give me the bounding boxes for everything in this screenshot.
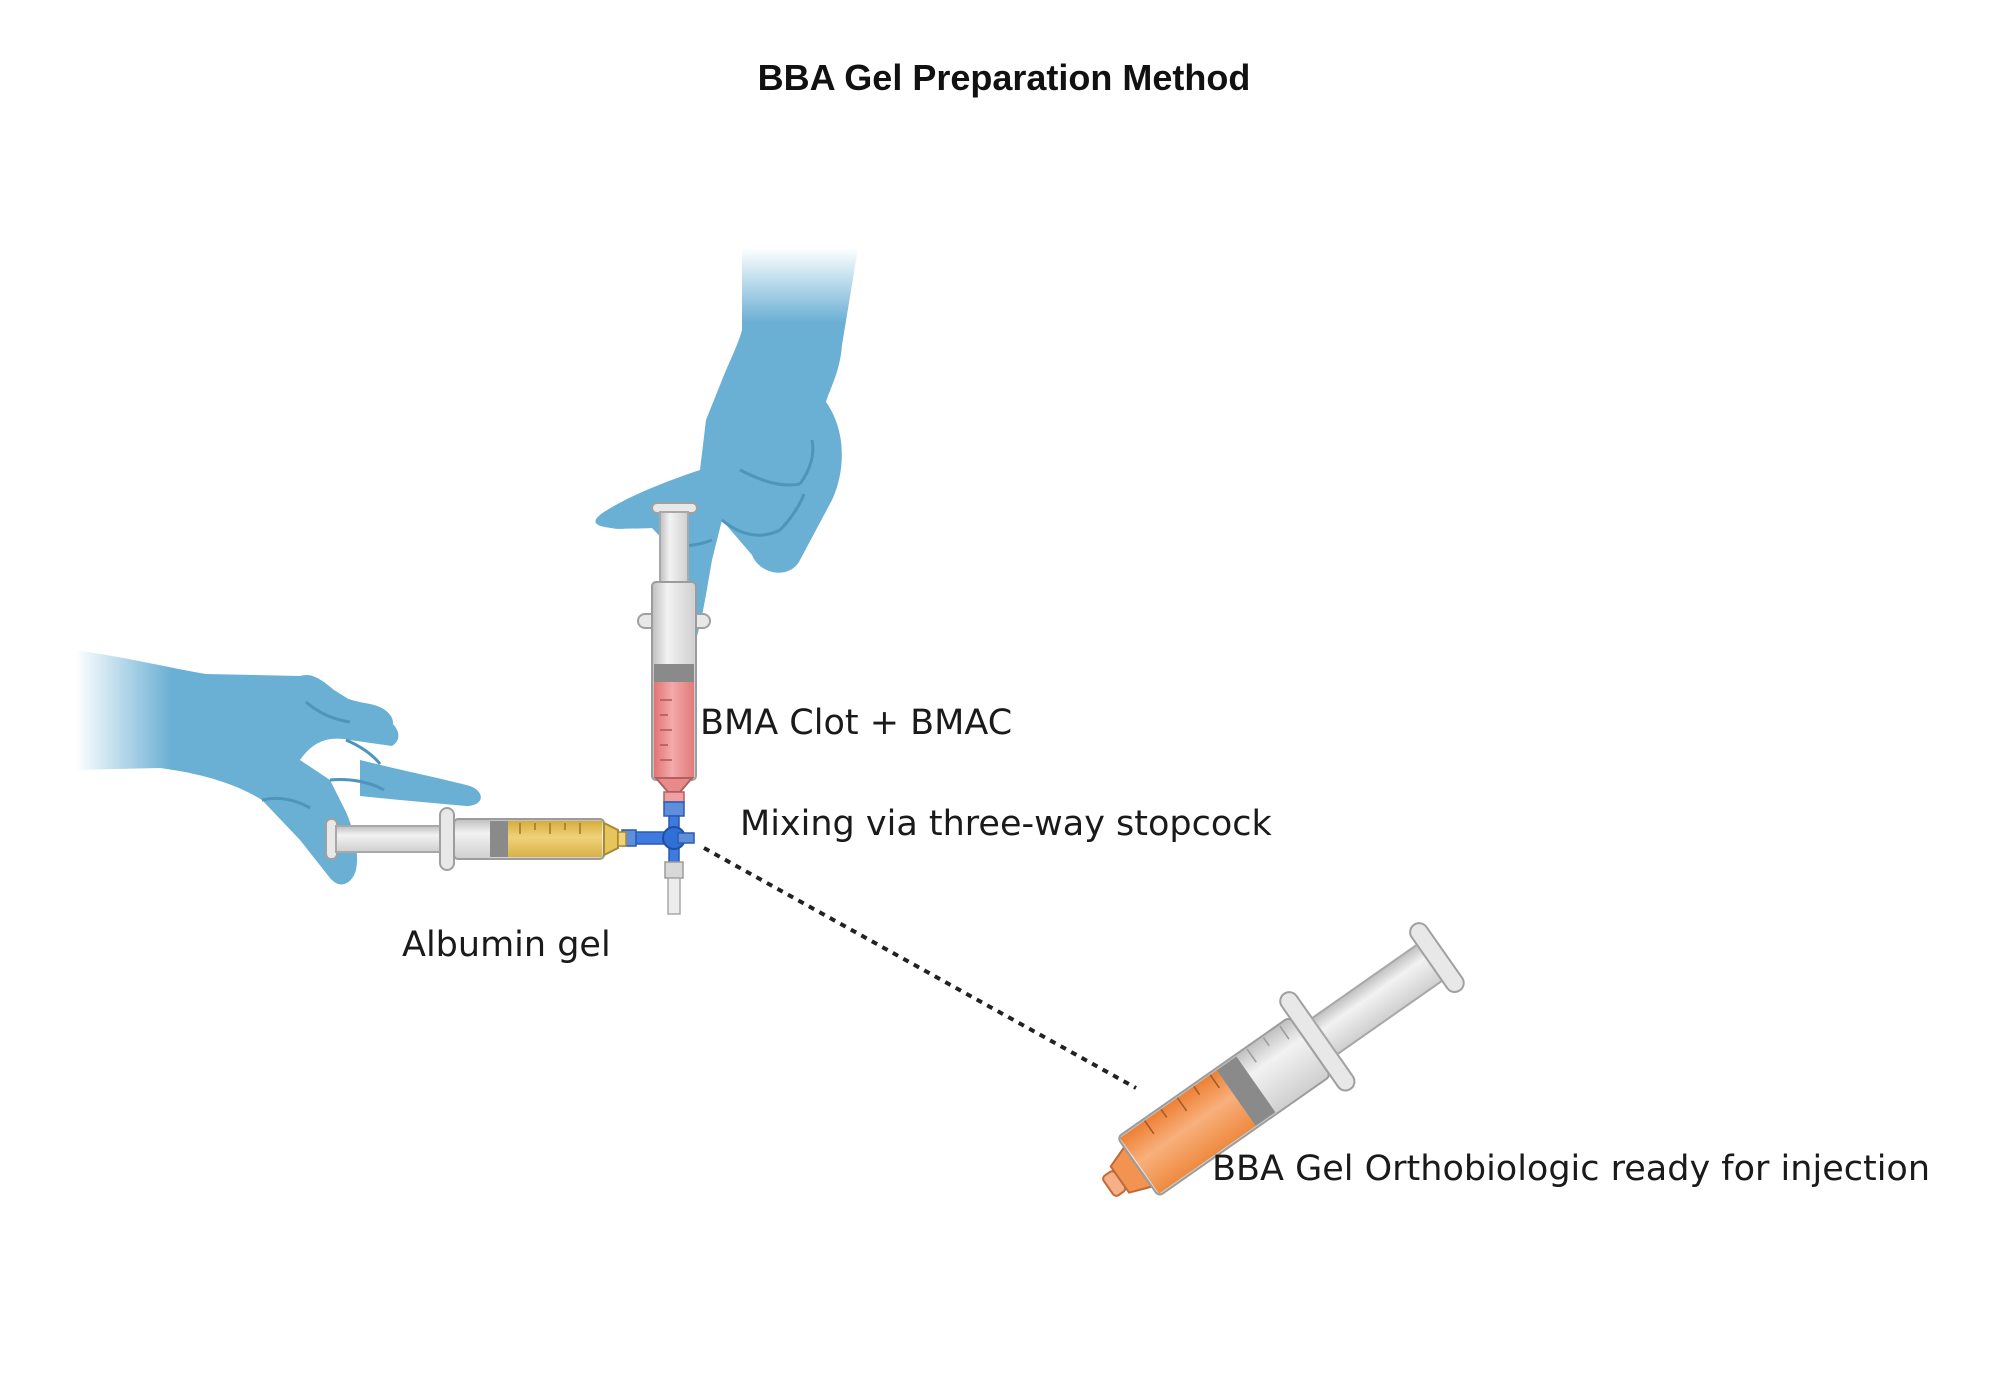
diagram-title: BBA Gel Preparation Method	[758, 57, 1251, 98]
gloved-hand-icon	[75, 650, 481, 885]
syringe-icon	[325, 807, 627, 871]
mixing-stopcock-label: Mixing via three-way stopcock	[740, 804, 1273, 844]
bma-clot-bmac-label: BMA Clot + BMAC	[700, 703, 1012, 743]
gloved-hand-icon	[595, 248, 858, 665]
dotted-connector	[703, 846, 1137, 1090]
final-fill	[1120, 1070, 1256, 1194]
syringe-icon	[637, 502, 711, 803]
albumin-fill	[508, 821, 602, 857]
syringe-icon	[1102, 922, 1465, 1197]
albumin-gel-label: Albumin gel	[402, 925, 611, 965]
bba-gel-ready-label: BBA Gel Orthobiologic ready for injectio…	[1212, 1149, 1930, 1189]
three-way-stopcock-icon	[621, 801, 695, 915]
